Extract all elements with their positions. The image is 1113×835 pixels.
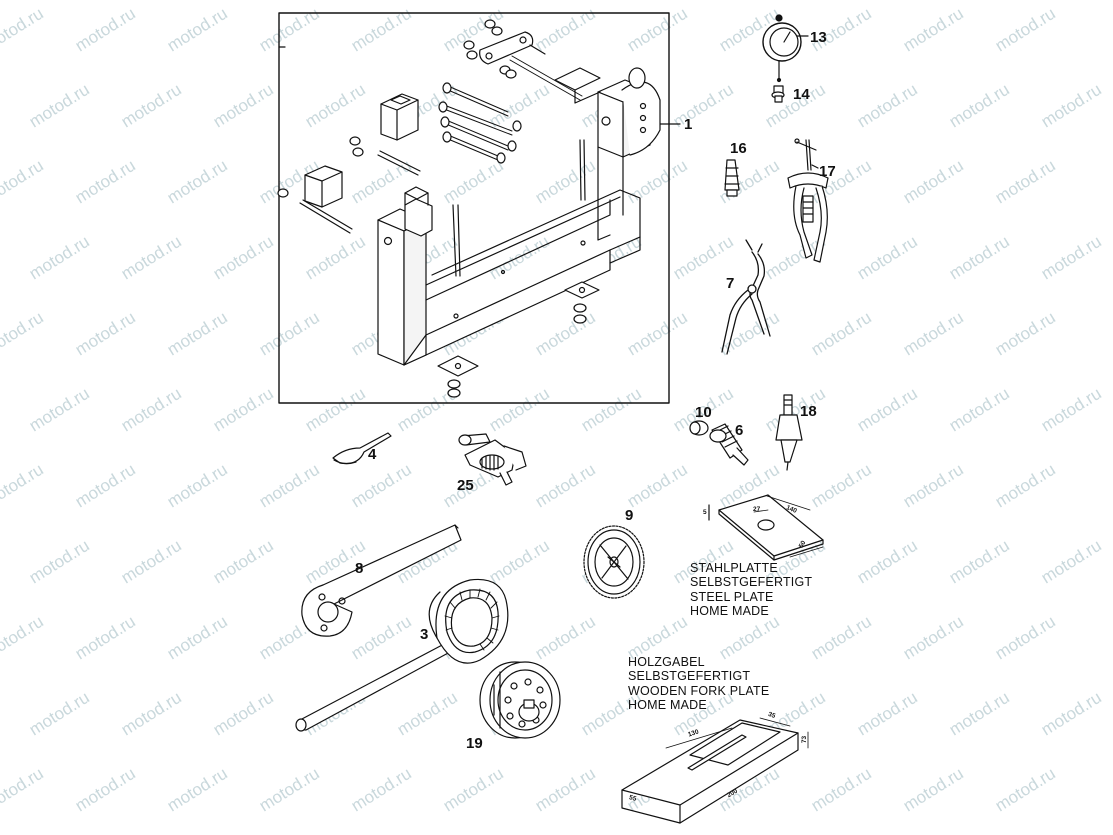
engine-stand xyxy=(378,68,660,397)
clutch-holder-3 xyxy=(296,579,508,731)
circlip-pliers xyxy=(722,240,770,354)
tool-10-6 xyxy=(690,421,748,465)
sprocket-disc-9 xyxy=(584,526,644,598)
wooden-plate-line-1: HOLZGABEL xyxy=(628,655,705,669)
flywheel-puller-19 xyxy=(480,662,560,738)
holding-wrench-8 xyxy=(302,525,461,636)
callout-25: 25 xyxy=(457,477,474,494)
callout-16: 16 xyxy=(730,140,747,157)
callout-9: 9 xyxy=(625,507,634,524)
steel-plate-line-1: STAHLPLATTE xyxy=(690,561,778,575)
wood-dim-height: 73 xyxy=(801,735,809,744)
callout-7: 7 xyxy=(726,275,735,292)
callout-13: 13 xyxy=(810,29,827,46)
leader-17 xyxy=(812,165,818,168)
callout-3: 3 xyxy=(420,626,429,643)
callout-6: 6 xyxy=(735,422,744,439)
steel-plate-note: STAHLPLATTE SELBSTGEFERTIGT STEEL PLATE … xyxy=(690,561,812,619)
tool-4-key xyxy=(333,433,391,464)
wooden-plate-drawing xyxy=(622,718,808,823)
steel-plate-line-4: HOME MADE xyxy=(690,604,769,619)
brackets-and-bolts xyxy=(278,20,582,233)
callout-8: 8 xyxy=(355,560,364,577)
callout-4: 4 xyxy=(368,446,377,463)
gauge-adapter xyxy=(772,86,784,102)
steel-plate-line-2: SELBSTGEFERTIGT xyxy=(690,575,813,590)
callout-10: 10 xyxy=(695,404,712,421)
tool-16-punch xyxy=(725,160,739,196)
callout-1: 1 xyxy=(684,116,693,133)
steel-dim-thickness: 5 xyxy=(703,509,707,516)
part1-frame xyxy=(279,13,669,403)
steel-plate-drawing xyxy=(709,495,823,560)
chain-tool-25 xyxy=(459,434,526,485)
steel-dim-hole: 27 xyxy=(753,506,761,513)
callout-18: 18 xyxy=(800,403,817,420)
callout-19: 19 xyxy=(466,735,483,752)
tool-18-extractor xyxy=(776,395,802,470)
callout-17: 17 xyxy=(819,163,836,180)
dial-gauge xyxy=(763,15,801,82)
wooden-plate-note: HOLZGABEL SELBSTGEFERTIGT WOODEN FORK PL… xyxy=(628,655,769,713)
gear-puller xyxy=(788,139,828,262)
wooden-plate-line-4: HOME MADE xyxy=(628,698,707,713)
callout-14: 14 xyxy=(793,86,810,103)
wooden-plate-line-3: WOODEN FORK PLATE xyxy=(628,683,770,698)
wooden-plate-line-2: SELBSTGEFERTIGT xyxy=(628,669,751,684)
steel-plate-line-3: STEEL PLATE xyxy=(690,589,774,604)
